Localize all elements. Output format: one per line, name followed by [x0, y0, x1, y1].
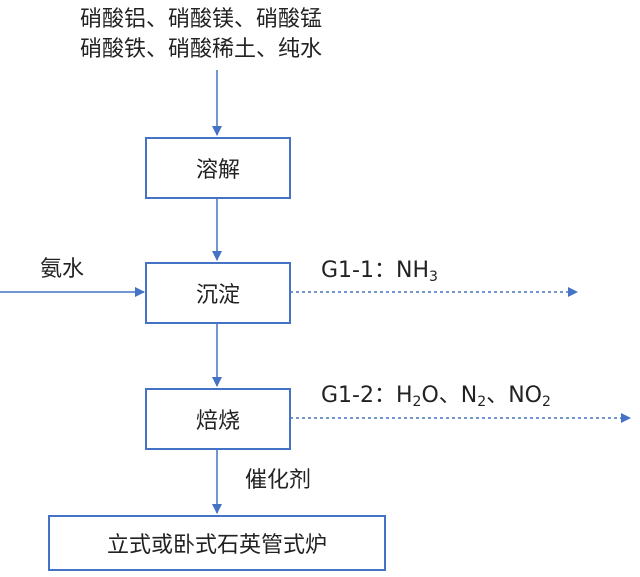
catalyst-label: 催化剂 [245, 468, 312, 493]
ammonia-label: 氨水 [40, 257, 85, 282]
step-dissolve: 溶解 [145, 137, 291, 199]
inputs-line-2: 硝酸铁、硝酸稀土、纯水 [80, 37, 323, 62]
emission-g1-1-label: G1-1： [321, 258, 396, 283]
step-furnace: 立式或卧式石英管式炉 [48, 515, 386, 571]
emission-g1-2-separator-1: 、 [438, 383, 461, 408]
emission-g1-2: G1-2：H2O、N2、NO2 [321, 382, 551, 410]
emission-g1-2-species-3: NO2 [508, 383, 551, 410]
emission-g1-2-separator-2: 、 [486, 383, 509, 408]
emission-g1-2-species-1: H2O [395, 383, 439, 410]
emission-g1-2-species-2: N2 [460, 383, 487, 410]
step-precipitate-label: 沉淀 [195, 283, 240, 308]
emission-g1-2-label: G1-2： [321, 383, 396, 408]
emission-g1-1: G1-1：NH3 [321, 257, 438, 285]
step-roast: 焙烧 [145, 388, 291, 450]
emission-g1-1-species-1: NH3 [395, 258, 438, 285]
step-dissolve-label: 溶解 [195, 158, 240, 183]
step-roast-label: 焙烧 [195, 409, 240, 434]
step-furnace-label: 立式或卧式石英管式炉 [106, 533, 327, 558]
step-precipitate: 沉淀 [145, 262, 291, 324]
inputs-line-1: 硝酸铝、硝酸镁、硝酸锰 [80, 7, 323, 32]
